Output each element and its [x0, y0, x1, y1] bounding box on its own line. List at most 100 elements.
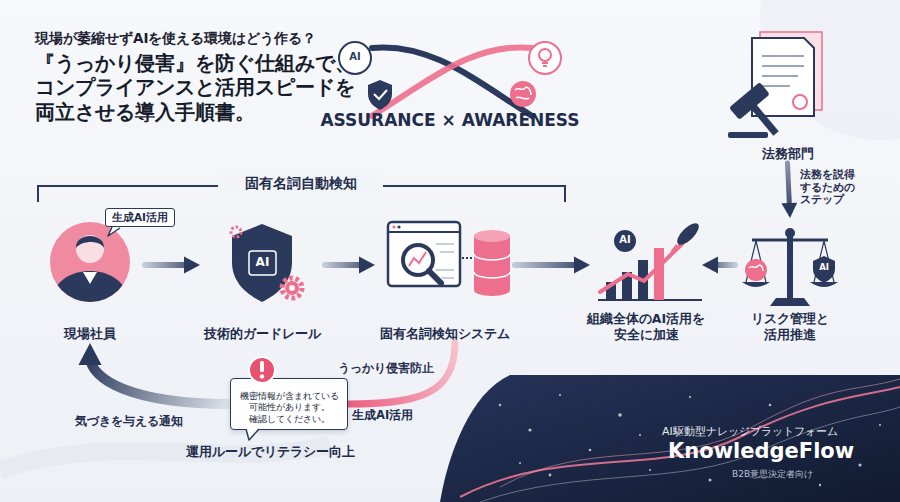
arrow-head — [781, 203, 797, 218]
star-dot — [589, 449, 592, 452]
gear-body — [285, 281, 299, 295]
warning-bar — [260, 361, 264, 372]
node-label: 法務部門 — [762, 146, 814, 163]
shield-icon — [368, 80, 392, 110]
warning-dot — [260, 374, 264, 378]
alert-text: 機密情報が含まれている 可能性があります。 確認してください。 — [236, 391, 342, 424]
scale-pillar — [787, 234, 793, 300]
theme-text: ASSURANCE × AWARENESS — [315, 110, 585, 130]
panel-shape — [440, 375, 900, 502]
growth-line — [600, 244, 682, 292]
assurance-arc — [372, 47, 532, 116]
rocket-flame — [670, 244, 680, 252]
star-dot — [618, 413, 622, 417]
check-mark — [374, 90, 387, 99]
rocket-body — [674, 220, 702, 248]
star-dot — [769, 404, 772, 407]
arrow-head — [702, 257, 718, 274]
scale-strings — [746, 241, 834, 282]
connector-line — [90, 356, 230, 404]
person-hair — [76, 236, 104, 248]
bulb-icon — [539, 49, 551, 61]
gear-teeth — [282, 278, 302, 298]
screen-dot — [392, 225, 395, 228]
rule-note: 運用ルールでリテラシー向上 — [170, 444, 370, 460]
node-label: 組織全体のAI活用を 安全に加速 — [587, 311, 705, 344]
scale-pan — [742, 282, 770, 287]
star-dot — [519, 462, 521, 464]
outcome-node: 組織全体のAI活用を 安全に加速 — [590, 218, 702, 343]
icon-text: AI — [343, 51, 367, 63]
brain-icon — [745, 259, 767, 281]
gavel-icon — [729, 82, 792, 146]
star-dot — [499, 404, 501, 406]
screen-dot — [397, 225, 400, 228]
brain-lines — [749, 265, 763, 271]
icon-text: AI — [812, 262, 836, 272]
connector-line — [515, 262, 580, 268]
bulb-base — [542, 63, 548, 66]
database-bottom — [474, 284, 510, 296]
star-dot — [709, 479, 712, 482]
arrow-head — [359, 257, 375, 274]
gear-hole — [289, 285, 295, 291]
guardrail-node: 技術的ガードレール — [200, 218, 325, 343]
scale-base — [770, 298, 810, 306]
panel-fill — [440, 375, 900, 502]
arrow-head — [78, 343, 101, 365]
person-head — [76, 235, 104, 263]
star-dot — [858, 463, 861, 466]
node-label: 現場社員 — [64, 326, 116, 343]
detection-node: 固有名詞検知システム — [375, 218, 515, 343]
document-lines — [762, 56, 804, 86]
document-icon — [752, 38, 814, 116]
alert-box: 機密情報が含まれている 可能性があります。 確認してください。 — [230, 378, 348, 430]
document-stamp — [793, 95, 807, 109]
star-dot — [559, 394, 561, 396]
person-node: 現場社員 — [35, 218, 145, 343]
gavel-block — [728, 132, 768, 138]
connector — [702, 257, 735, 274]
arrow-head — [184, 257, 200, 274]
screen-icon — [388, 222, 460, 286]
dotted-link — [462, 257, 472, 259]
magnifier-handle — [429, 271, 441, 283]
question-text: 現場が萎縮せずAIを使える環境はどう作る？ — [35, 30, 375, 46]
edge-label: 気づきを与える通知 — [75, 414, 215, 428]
database-top — [474, 230, 510, 242]
screen-header — [388, 231, 460, 233]
scale-beam — [752, 239, 828, 242]
connector — [325, 257, 375, 274]
scale-knob — [785, 228, 795, 238]
small-gear — [231, 227, 241, 237]
brain-lines — [515, 87, 531, 99]
database-body — [474, 236, 510, 290]
legal-node: 法務部門 — [725, 28, 850, 163]
brand-text: KnowledgeFlow — [668, 439, 854, 464]
icon-text: AI — [612, 234, 638, 246]
warning-icon — [249, 357, 275, 383]
glow-wave — [500, 379, 900, 487]
flow-note: 生成AI活用 — [352, 409, 432, 423]
star-dot — [689, 396, 691, 398]
connector — [78, 343, 230, 404]
star-dot — [879, 424, 881, 426]
connector — [145, 257, 200, 274]
star-dot — [549, 474, 552, 477]
brand-text: AI駆動型ナレッジプラットフォーム — [662, 425, 838, 438]
star-dot — [819, 484, 821, 486]
arrow-head — [574, 257, 590, 274]
star-dot — [649, 469, 651, 471]
chart-bar — [654, 248, 664, 300]
star-dot — [639, 434, 641, 436]
screen-lines — [436, 244, 454, 278]
star-dot — [528, 428, 531, 431]
bubble-tail — [108, 227, 120, 236]
connector — [781, 163, 797, 218]
person-collar — [83, 272, 97, 284]
brand-text: B2B意思決定者向け — [732, 469, 813, 480]
edge-label: 法務を説得 するための ステップ — [800, 168, 870, 206]
magnifier-chart — [409, 252, 426, 266]
speech-bubble: 生成AI活用 — [105, 208, 175, 227]
